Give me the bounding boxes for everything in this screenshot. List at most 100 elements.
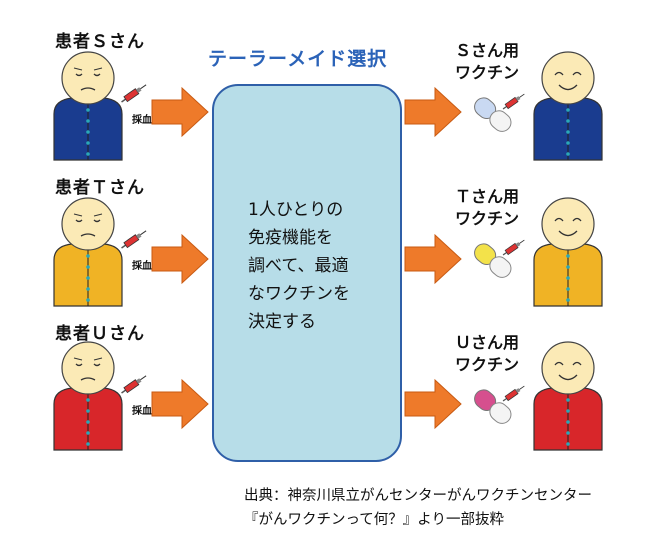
figure-button	[566, 420, 570, 424]
vaccine-label-s: Ｓさん用 ワクチン	[455, 40, 519, 84]
blood-draw-label: 採血	[132, 406, 152, 417]
patient-figure-u	[53, 341, 123, 451]
arrow-shape	[151, 233, 209, 285]
syringe-icon	[121, 375, 147, 394]
figure-button	[86, 409, 90, 413]
figure-button	[566, 442, 570, 446]
arrow-shape	[404, 86, 462, 138]
figure-button	[86, 420, 90, 424]
figure-button	[566, 287, 570, 291]
vaccine-label-line: ワクチン	[455, 355, 520, 374]
brow	[93, 357, 103, 361]
syringe-shape	[502, 239, 525, 256]
figure-button	[86, 265, 90, 269]
arrow-shape	[404, 233, 462, 285]
vaccine-label-line: Ｕさん用	[455, 333, 520, 352]
eye	[572, 361, 582, 366]
capsule-shape	[474, 97, 512, 132]
figure-button	[86, 130, 90, 134]
arrow-shape	[151, 86, 209, 138]
arrow-right-icon	[404, 86, 462, 138]
diagram-title: テーラーメイド選択	[208, 48, 388, 70]
figure-button	[566, 276, 570, 280]
center-text: 1人ひとりの 免疫機能を 調べて、最適 なワクチンを 決定する	[248, 196, 350, 336]
mouth	[80, 377, 96, 381]
arrow-right-icon	[404, 378, 462, 430]
syringe-icon	[121, 230, 147, 249]
center-text-line: なワクチンを	[248, 284, 350, 304]
figure-button	[566, 265, 570, 269]
figure-button	[566, 254, 570, 258]
brow	[93, 213, 103, 217]
mouth	[80, 87, 96, 91]
center-text-line: 決定する	[248, 312, 316, 332]
source-line: 『がんワクチンって何？』より一部抜粋	[244, 512, 504, 528]
figure-button	[86, 398, 90, 402]
figure-button	[86, 442, 90, 446]
eye	[572, 217, 582, 222]
eye	[554, 361, 564, 366]
eye	[554, 217, 564, 222]
figure-head	[61, 51, 115, 105]
syringe-shape	[121, 230, 147, 249]
figure-head	[541, 51, 595, 105]
patient-figure-t	[53, 197, 123, 307]
capsule-icon	[474, 389, 512, 424]
figure-head	[541, 341, 595, 395]
figure-button	[86, 276, 90, 280]
capsule-icon	[474, 243, 512, 278]
mouth	[558, 84, 578, 91]
capsule-shape	[474, 389, 512, 424]
figure-head	[61, 197, 115, 251]
vaccine-label-line: Ｔさん用	[455, 187, 520, 206]
patient-label-u: 患者Ｕさん	[55, 324, 145, 344]
eye	[75, 219, 83, 223]
figure-button	[566, 431, 570, 435]
figure-button	[86, 108, 90, 112]
figure-button	[86, 287, 90, 291]
figure-button	[566, 152, 570, 156]
syringe-icon	[502, 239, 525, 256]
syringe-shape	[502, 385, 525, 402]
mouth	[80, 233, 96, 237]
brow	[93, 67, 103, 71]
patient-label-s: 患者Ｓさん	[55, 32, 145, 52]
vaccinated-figure-u	[533, 341, 603, 451]
syringe-shape	[502, 93, 525, 110]
figure-button	[86, 119, 90, 123]
arrow-right-icon	[151, 233, 209, 285]
vaccine-label-line: ワクチン	[455, 209, 520, 228]
vaccine-label-u: Ｕさん用 ワクチン	[455, 332, 519, 376]
vaccine-label-t: Ｔさん用 ワクチン	[455, 186, 519, 230]
figure-button	[566, 398, 570, 402]
eye	[93, 73, 101, 77]
figure-button	[86, 152, 90, 156]
figure-button	[86, 254, 90, 258]
blood-draw-label: 採血	[132, 115, 152, 126]
arrow-shape	[404, 378, 462, 430]
capsule-icon	[474, 97, 512, 132]
center-text-line: 調べて、最適	[248, 256, 349, 276]
capsule-shape	[474, 243, 512, 278]
brow	[73, 67, 83, 71]
figure-button	[86, 141, 90, 145]
syringe-shape	[121, 84, 147, 103]
vaccinated-figure-t	[533, 197, 603, 307]
figure-button	[86, 431, 90, 435]
figure-button	[566, 409, 570, 413]
blood-draw-label: 採血	[132, 261, 152, 272]
eye	[75, 73, 83, 77]
vaccine-label-line: Ｓさん用	[455, 41, 520, 60]
figure-button	[566, 119, 570, 123]
mouth	[558, 374, 578, 381]
eye	[554, 71, 564, 76]
syringe-icon	[502, 93, 525, 110]
mouth	[558, 230, 578, 237]
figure-button	[566, 141, 570, 145]
arrow-right-icon	[404, 233, 462, 285]
patient-label-t: 患者Ｔさん	[55, 178, 145, 198]
eye	[93, 363, 101, 367]
syringe-icon	[502, 385, 525, 402]
figure-button	[566, 108, 570, 112]
syringe-icon	[121, 84, 147, 103]
